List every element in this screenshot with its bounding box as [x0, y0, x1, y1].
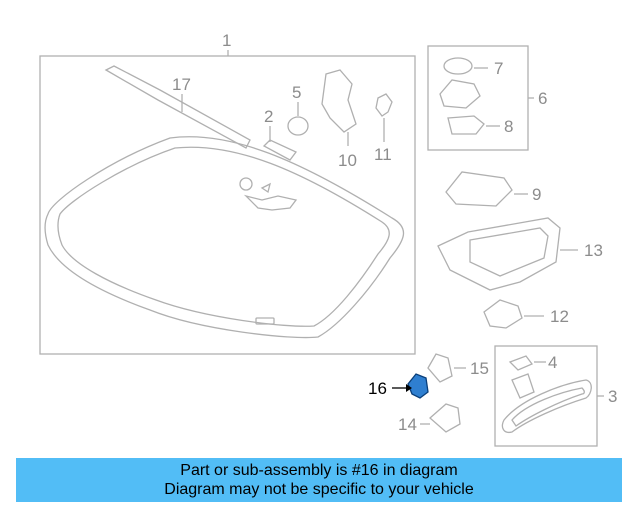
rearview-mirror: [501, 379, 592, 434]
part-15: [427, 353, 453, 383]
callout-8: 8: [504, 117, 513, 136]
sensor-dot: [239, 177, 253, 191]
part-8-bracket: [447, 115, 485, 135]
part-11: [375, 93, 393, 117]
windshield-glass-outer: [44, 136, 405, 339]
callout-5: 5: [292, 83, 301, 102]
callout-3: 3: [608, 387, 617, 406]
callout-7: 7: [494, 59, 503, 78]
part-9-cover: [445, 171, 513, 207]
part-16-highlight: [392, 373, 429, 399]
part-14: [429, 403, 461, 433]
part-13-panel: [437, 217, 561, 291]
parts-diagram: 1 17 2 5 10 11 7 6 8 9 13 12 15 4 3 14 1…: [39, 31, 617, 447]
callout-4: 4: [548, 353, 557, 372]
banner-line-2: Diagram may not be specific to your vehi…: [164, 481, 474, 498]
windshield-assembly-box: [39, 55, 416, 355]
callout-2: 2: [264, 107, 273, 126]
part-12: [483, 299, 523, 329]
part-4-bracket: [508, 355, 534, 371]
callout-10: 10: [338, 151, 357, 170]
callout-15: 15: [470, 359, 489, 378]
callout-13: 13: [584, 241, 603, 260]
windshield-glass-inner: [57, 146, 390, 327]
mirror-group-box: [494, 345, 598, 447]
info-banner: Part or sub-assembly is #16 in diagram D…: [16, 458, 622, 502]
part-13-inner: [469, 227, 549, 277]
banner-line-1: Part or sub-assembly is #16 in diagram: [180, 462, 458, 479]
callout-17: 17: [172, 75, 191, 94]
part-7-pad: [443, 57, 473, 75]
triangle-mark: [260, 182, 271, 194]
callout-11: 11: [374, 145, 392, 164]
part-10: [321, 69, 357, 133]
part-2: [262, 139, 298, 161]
callout-9: 9: [532, 185, 541, 204]
callout-16: 16: [368, 379, 387, 398]
mirror-mount-glass: [243, 194, 298, 211]
part-5: [287, 116, 309, 136]
glass-label: [255, 317, 275, 325]
rain-sensor: [439, 79, 481, 109]
callout-14: 14: [398, 415, 417, 434]
part-17-molding: [104, 65, 251, 149]
callout-6: 6: [538, 89, 547, 108]
rearview-mirror-glass: [511, 387, 585, 427]
part-16: [407, 373, 429, 399]
mirror-mount: [511, 373, 535, 399]
arrow-16: [406, 384, 412, 392]
callout-12: 12: [550, 307, 569, 326]
callout-1: 1: [222, 31, 231, 50]
